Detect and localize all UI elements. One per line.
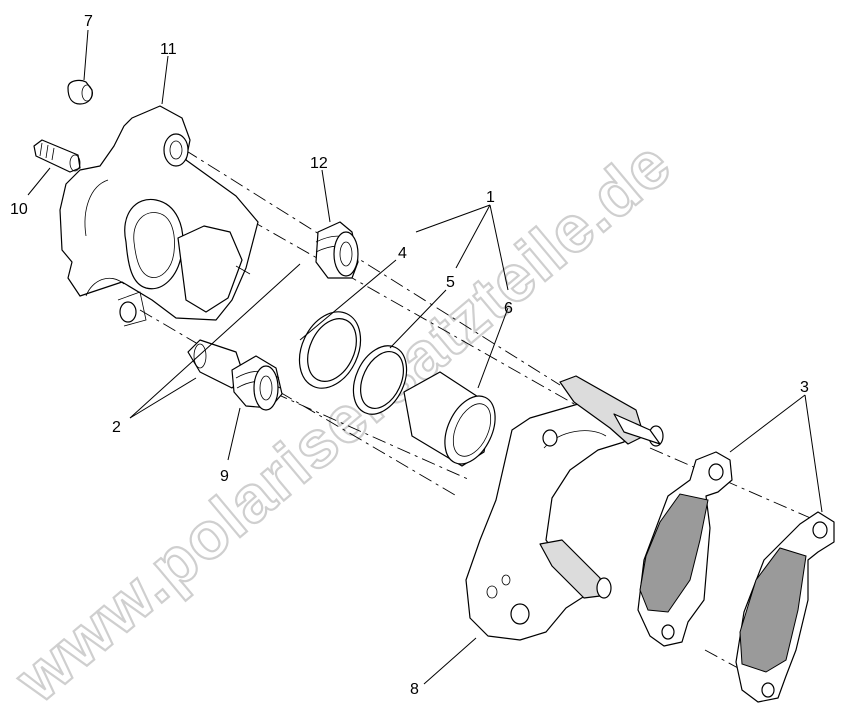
callout-6: 6: [504, 300, 513, 317]
callout-3: 3: [800, 379, 809, 396]
caliper-bracket-part: [465, 375, 664, 641]
piston-seal-part: [298, 311, 362, 389]
bleeder-cap-part: [67, 79, 93, 105]
pin-boot-lower-part: [231, 355, 283, 411]
leader-lines: [27, 29, 823, 685]
callout-labels: 1 2 3 4 5 6 7 8 9 10 11 12: [10, 13, 809, 698]
callout-5: 5: [446, 274, 455, 291]
callout-10: 10: [10, 201, 28, 218]
callout-9: 9: [220, 468, 229, 485]
callout-2: 2: [112, 419, 121, 436]
callout-1: 1: [486, 189, 495, 206]
bleeder-screw-part: [33, 139, 81, 173]
callout-12: 12: [310, 155, 328, 172]
brake-pad-inner-part: [637, 451, 733, 647]
brake-pad-outer-part: [735, 511, 835, 703]
callout-11: 11: [160, 41, 177, 58]
dust-seal-part: [352, 345, 408, 415]
caliper-housing-part: [59, 105, 259, 327]
assembly-axis-lines: [139, 149, 816, 681]
callout-7: 7: [84, 13, 93, 30]
piston-part: [403, 371, 496, 467]
pin-boot-upper-part: [315, 221, 359, 279]
callout-8: 8: [410, 681, 419, 698]
callout-4: 4: [398, 245, 407, 262]
